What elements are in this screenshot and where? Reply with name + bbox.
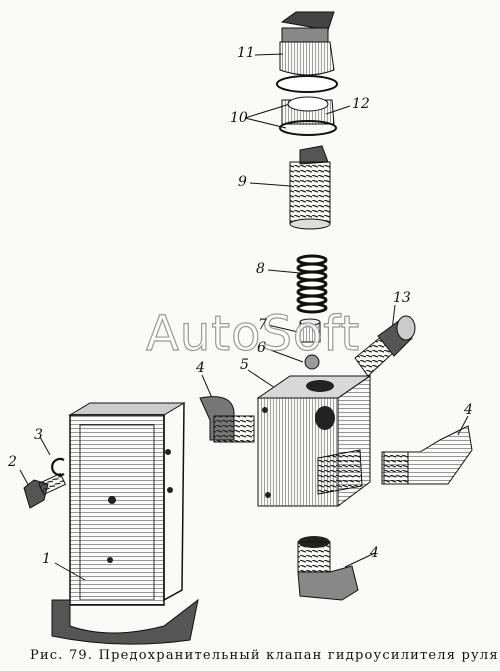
part-7-valve: [299, 318, 321, 343]
part-1-bracket: [51, 402, 199, 645]
part-5-valve-body: [256, 375, 372, 507]
caption-prefix: Рис. 79.: [30, 648, 94, 663]
part-9-plug: [289, 145, 331, 230]
label-8: 8: [256, 261, 265, 277]
figure-caption: Рис. 79. Предохранительный клапан гидроу…: [30, 648, 500, 663]
part-10-12-washers: [276, 75, 338, 136]
watermark: AutoSoft: [145, 305, 361, 362]
part-4-elbow-right: [381, 425, 473, 485]
label-13: 13: [393, 290, 411, 306]
part-3-lock-washer: [51, 457, 65, 477]
label-11: 11: [237, 45, 255, 61]
part-11-cap: [279, 11, 335, 76]
part-13-fitting: [354, 315, 416, 377]
label-10: 10: [230, 110, 248, 126]
label-12: 12: [352, 96, 370, 112]
label-1: 1: [42, 551, 51, 567]
label-5: 5: [240, 357, 249, 373]
label-4-bottom: 4: [370, 545, 379, 561]
label-7: 7: [258, 317, 267, 333]
label-6: 6: [257, 340, 266, 356]
label-4-left: 4: [196, 360, 205, 376]
part-2-bolt: [23, 472, 67, 509]
label-9: 9: [238, 174, 247, 190]
part-4-elbow-bottom: [297, 536, 359, 601]
part-4-elbow-left: [199, 396, 255, 443]
part-8-spring: [296, 254, 328, 314]
part-6-ball: [304, 354, 320, 370]
label-2: 2: [8, 454, 17, 470]
label-3: 3: [34, 427, 43, 443]
caption-text: Предохранительный клапан гидроусилителя …: [98, 648, 499, 663]
label-4-right: 4: [464, 402, 473, 418]
